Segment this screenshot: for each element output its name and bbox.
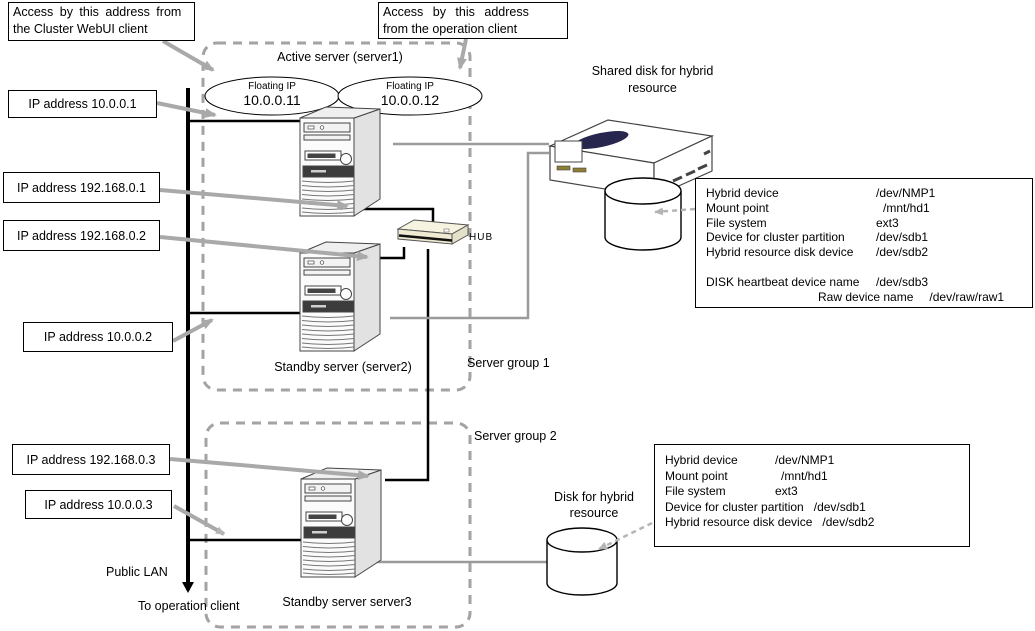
san-lines — [372, 142, 549, 564]
shared-disk-title-line2: resource — [628, 81, 677, 95]
shared-disk-title-line1: Shared disk for hybrid — [591, 64, 714, 78]
hybrid-disk-info-box: Hybrid device/dev/NMP1 Mount point/mnt/h… — [654, 444, 970, 547]
info-value: /dev/raw/raw1 — [929, 289, 1005, 304]
info-row: Hybrid device/dev/NMP1 — [706, 186, 1032, 201]
disk2-title: Disk for hybrid resource — [532, 489, 656, 521]
shared-disk-title: Shared disk for hybrid resource — [555, 63, 750, 97]
ip-box-10-0-0-2: IP address 10.0.0.2 — [23, 322, 173, 352]
info-label: Hybrid resource disk device — [706, 245, 854, 260]
callout-webui-line1: Access by this address from — [13, 5, 182, 19]
info-value: ext3 — [775, 484, 798, 499]
info-label: Hybrid device — [665, 453, 738, 467]
info-row-blank — [706, 260, 1032, 275]
server3-tower-icon — [300, 467, 382, 578]
info-row: DISK heartbeat device name/dev/sdb3 — [706, 275, 1032, 290]
info-value: /dev/sdb1 — [813, 499, 866, 514]
info-value: /dev/sdb2 — [822, 515, 875, 530]
info-label — [706, 260, 876, 275]
callout-webui-client: Access by this address from the Cluster … — [8, 2, 195, 41]
info-label: Mount point — [706, 200, 769, 215]
info-row: File system ext3 — [706, 216, 1032, 231]
shared-disk-info-box: Hybrid device/dev/NMP1 Mount point/mnt/h… — [695, 178, 1033, 308]
info-label: File system — [665, 484, 726, 499]
group2-label: Server group 2 — [474, 429, 557, 443]
info-label: Hybrid resource disk device — [665, 515, 813, 530]
callout-operation-client: Access by this address from the operatio… — [378, 2, 568, 39]
info-value: /dev/sdb3 — [876, 274, 929, 289]
info-value: /mnt/hd1 — [883, 200, 930, 215]
server1-tower-icon — [299, 106, 381, 217]
info-label: DISK heartbeat device name — [706, 274, 860, 289]
disk2-title-line1: Disk for hybrid — [554, 490, 634, 504]
server3-label: Standby server server3 — [282, 595, 412, 609]
floating-ip1-label: Floating IP — [248, 81, 296, 92]
info-row: Hybrid device/dev/NMP1 — [665, 453, 969, 469]
info-row: File system ext3 — [665, 484, 969, 500]
info-row: Hybrid resource disk device/dev/sdb2 — [665, 515, 969, 531]
info-row: Mount point/mnt/hd1 — [665, 469, 969, 485]
callout-arrows — [156, 38, 468, 536]
hybrid-disk-cylinder-icon — [546, 527, 618, 596]
info-pointer-arrows — [598, 207, 696, 551]
floating-ip2-ellipse — [337, 76, 483, 116]
info-label: Hybrid device — [706, 186, 779, 200]
lan-connector-lines — [188, 119, 435, 542]
info-value: /dev/NMP1 — [775, 453, 835, 467]
info-label: Mount point — [665, 468, 728, 483]
floating-ip2-label: Floating IP — [386, 81, 434, 92]
callout-webui-line2: the Cluster WebUI client — [13, 22, 148, 36]
info-value: /dev/sdb1 — [876, 230, 929, 245]
info-label: File system — [706, 215, 767, 230]
info-value: /mnt/hd1 — [781, 468, 828, 483]
info-label: Device for cluster partition — [706, 230, 845, 245]
info-row: Device for cluster partition/dev/sdb1 — [665, 500, 969, 516]
info-value: /dev/NMP1 — [876, 186, 936, 200]
server-group1-border — [201, 41, 472, 392]
ip-box-10-0-0-3: IP address 10.0.0.3 — [25, 490, 172, 519]
callout-operation-line2: from the operation client — [383, 22, 518, 36]
info-label: Device for cluster partition — [665, 499, 804, 514]
hub-label: HUB — [469, 232, 494, 243]
group1-label: Server group 1 — [467, 356, 550, 370]
server2-label: Standby server (server2) — [274, 360, 412, 374]
floating-ip2-address: 10.0.0.12 — [380, 92, 440, 108]
ip-box-192-168-0-2: IP address 192.168.0.2 — [3, 220, 160, 251]
callout-operation-line1: Access by this address — [383, 5, 529, 19]
info-row: Device for cluster partition/dev/sdb1 — [706, 230, 1032, 245]
floating-ip1-address: 10.0.0.11 — [243, 92, 301, 108]
hub-icon — [396, 219, 470, 245]
info-label: Raw device name — [818, 289, 914, 304]
server2-tower-icon — [299, 241, 381, 352]
ip-box-192-168-0-1: IP address 192.168.0.1 — [3, 172, 160, 203]
info-row: Mount point/mnt/hd1 — [706, 201, 1032, 216]
info-row: Raw device name/dev/raw/raw1 — [706, 290, 1032, 305]
ip-box-10-0-0-1: IP address 10.0.0.1 — [8, 90, 157, 118]
info-value: /dev/sdb2 — [876, 245, 929, 260]
server1-label: Active server (server1) — [277, 50, 403, 64]
to-operation-client-label: To operation client — [138, 599, 240, 613]
shared-disk-cylinder-icon — [604, 177, 682, 251]
public-lan-label: Public LAN — [106, 565, 168, 579]
disk2-title-line2: resource — [569, 506, 619, 520]
info-row: Hybrid resource disk device/dev/sdb2 — [706, 245, 1032, 260]
ip-box-192-168-0-3: IP address 192.168.0.3 — [12, 444, 170, 475]
info-value: ext3 — [876, 215, 899, 230]
